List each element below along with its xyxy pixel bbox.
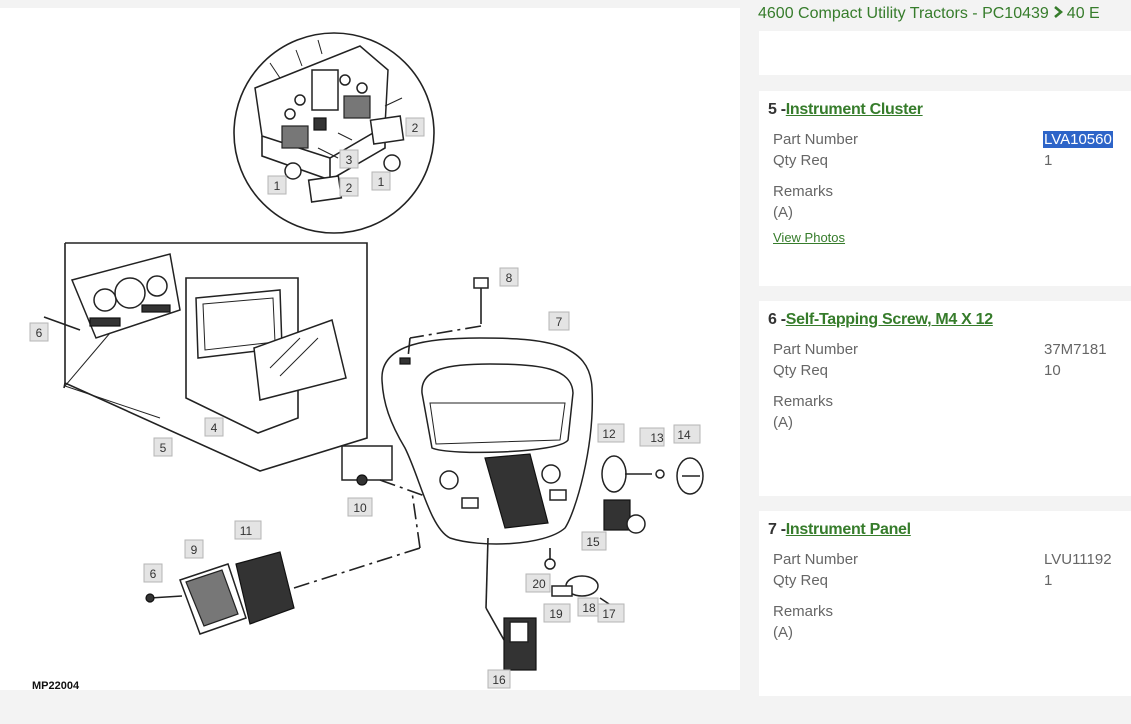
remarks-value: (A) — [773, 204, 793, 221]
part-name-link[interactable]: Self-Tapping Screw, M4 X 12 — [785, 311, 993, 328]
part-number-value[interactable]: LVA10560 — [1043, 131, 1113, 148]
callout-3: 3 — [339, 149, 359, 169]
part-number-label: Part Number — [773, 341, 859, 358]
parts-diagram: 1 1 2 2 3 4 5 6 6 7 8 9 10 11 12 13 14 1… — [0, 8, 740, 692]
svg-text:1: 1 — [274, 179, 281, 193]
callout-12: 12 — [597, 423, 625, 443]
inset-detail — [233, 32, 435, 234]
callout-1a: 1 — [267, 175, 287, 195]
svg-text:19: 19 — [549, 607, 563, 621]
part-card-5: 5 -Instrument Cluster Part Number LVA105… — [759, 91, 1131, 286]
figure-code: MP22004 — [32, 680, 80, 692]
svg-text:13: 13 — [650, 431, 664, 445]
callout-7: 7 — [548, 311, 570, 331]
exploded-view-drawing: 1 1 2 2 3 4 5 6 6 7 8 9 10 11 12 13 14 1… — [29, 32, 704, 689]
callout-2b: 2 — [339, 177, 359, 197]
part-title: 6 -Self-Tapping Screw, M4 X 12 — [768, 311, 993, 329]
svg-text:3: 3 — [346, 153, 353, 167]
view-photos-link[interactable]: View Photos — [773, 230, 846, 245]
callout-14: 14 — [673, 424, 701, 444]
part-title: 5 -Instrument Cluster — [768, 101, 923, 119]
callout-1b: 1 — [371, 171, 391, 191]
callout-9: 9 — [184, 539, 204, 559]
svg-text:6: 6 — [36, 326, 43, 340]
svg-text:20: 20 — [532, 577, 546, 591]
callout-20: 20 — [525, 573, 551, 593]
part-index: 5 - — [768, 101, 786, 118]
qty-label: Qty Req — [773, 362, 829, 379]
qty-value: 1 — [1044, 152, 1053, 169]
svg-text:16: 16 — [492, 673, 506, 687]
part-card-6: 6 -Self-Tapping Screw, M4 X 12 Part Numb… — [759, 301, 1131, 496]
qty-label: Qty Req — [773, 572, 829, 589]
callout-8: 8 — [499, 267, 519, 287]
svg-text:7: 7 — [556, 315, 563, 329]
svg-text:17: 17 — [602, 607, 616, 621]
svg-text:5: 5 — [160, 441, 167, 455]
part-name-link[interactable]: Instrument Cluster — [785, 101, 923, 118]
remarks-label: Remarks — [773, 183, 834, 200]
instrument-panel-drawing — [381, 337, 594, 545]
qty-label: Qty Req — [773, 152, 829, 169]
part-number-value: LVU11192 — [1044, 551, 1112, 568]
svg-text:12: 12 — [602, 427, 616, 441]
svg-text:1: 1 — [378, 175, 385, 189]
part-number-label: Part Number — [773, 131, 859, 148]
callout-17: 17 — [597, 603, 625, 623]
breadcrumb-item-model[interactable]: 4600 Compact Utility Tractors - PC10439 — [758, 5, 1049, 22]
callout-5: 5 — [153, 437, 173, 457]
svg-text:6: 6 — [150, 567, 157, 581]
remarks-label: Remarks — [773, 393, 834, 410]
callout-16: 16 — [487, 669, 511, 689]
remarks-value: (A) — [773, 624, 793, 641]
svg-text:10: 10 — [353, 501, 367, 515]
svg-text:14: 14 — [677, 428, 691, 442]
callout-6a: 6 — [29, 322, 49, 342]
svg-text:11: 11 — [240, 524, 253, 538]
callout-labels: 1 1 2 2 3 4 5 6 6 7 8 9 10 11 12 13 14 1… — [29, 117, 701, 689]
part-index: 6 - — [768, 311, 786, 328]
part-title: 7 -Instrument Panel — [768, 521, 911, 539]
header-card — [759, 31, 1131, 75]
part-name-link[interactable]: Instrument Panel — [785, 521, 911, 538]
svg-text:2: 2 — [346, 181, 353, 195]
part-index: 7 - — [768, 521, 786, 538]
svg-text:15: 15 — [586, 535, 600, 549]
small-parts-drawing — [145, 277, 704, 671]
svg-text:8: 8 — [506, 271, 513, 285]
callout-18: 18 — [577, 597, 599, 617]
svg-text:2: 2 — [412, 121, 419, 135]
callout-4: 4 — [204, 417, 224, 437]
remarks-label: Remarks — [773, 603, 834, 620]
callout-15: 15 — [581, 531, 607, 551]
qty-value: 1 — [1044, 572, 1053, 589]
callout-10: 10 — [347, 497, 373, 517]
svg-text:18: 18 — [582, 601, 596, 615]
breadcrumb-item-section[interactable]: 40 E — [1066, 5, 1100, 22]
remarks-value: (A) — [773, 414, 793, 431]
instrument-cluster-box — [43, 242, 368, 472]
part-number-label: Part Number — [773, 551, 859, 568]
chevron-right-icon — [1053, 5, 1063, 23]
part-card-7: 7 -Instrument Panel Part Number LVU11192… — [759, 511, 1131, 696]
callout-19: 19 — [543, 603, 571, 623]
svg-text:9: 9 — [191, 543, 198, 557]
svg-text:4: 4 — [211, 421, 218, 435]
breadcrumb: 4600 Compact Utility Tractors - PC10439 4… — [758, 5, 1100, 23]
part-number-value: 37M7181 — [1044, 341, 1107, 358]
qty-value: 10 — [1044, 362, 1061, 379]
callout-13: 13 — [639, 427, 665, 447]
callout-6b: 6 — [143, 563, 163, 583]
callout-2a: 2 — [405, 117, 425, 137]
callout-11: 11 — [234, 520, 262, 540]
